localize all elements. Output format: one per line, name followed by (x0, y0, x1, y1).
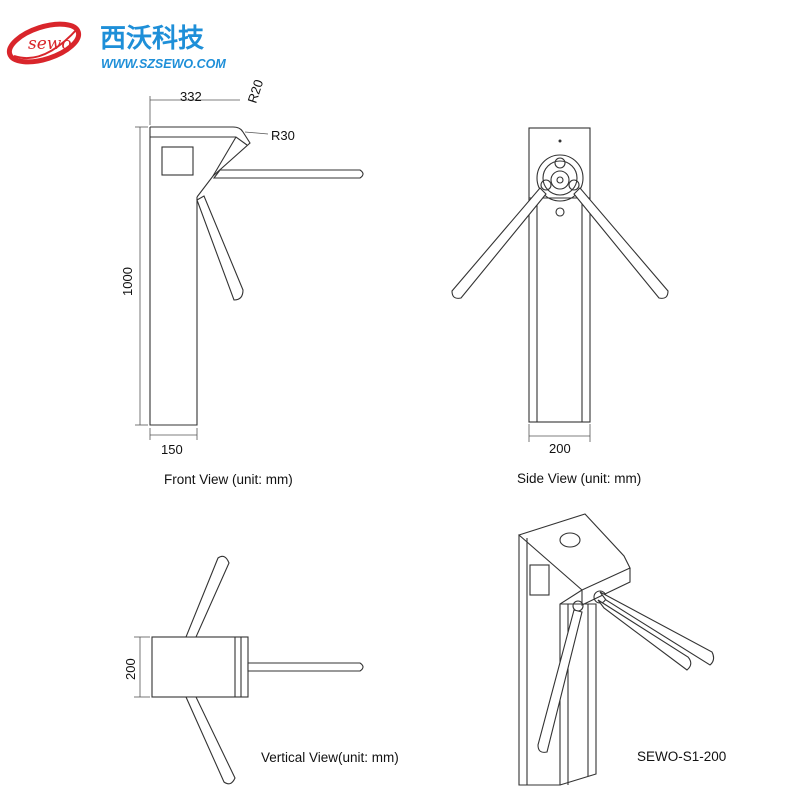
side-view: 200 Side View (unit: mm) (451, 127, 669, 486)
perspective-body (517, 513, 631, 786)
perspective-view: SEWO-S1-200 (517, 513, 726, 786)
front-view-caption: Front View (unit: mm) (164, 472, 293, 487)
vertical-body (151, 636, 249, 698)
front-dim-width-bottom: 150 (161, 442, 183, 457)
side-view-caption: Side View (unit: mm) (517, 471, 641, 486)
side-indicator-hole (555, 207, 565, 217)
side-right-arm (573, 187, 669, 299)
company-website: WWW.SZSEWO.COM (101, 57, 226, 71)
company-name: 西沃科技 (100, 24, 204, 54)
front-view: 332 R20 R30 1000 150 Front View (unit: m… (120, 78, 364, 487)
front-dimension-lines (135, 96, 269, 440)
front-view-body (149, 126, 251, 426)
company-logo: sewo 西沃科技 WWW.SZSEWO.COM (6, 21, 226, 71)
model-label: SEWO-S1-200 (637, 749, 726, 764)
vertical-upper-arm (185, 555, 230, 638)
logo-script-text: sewo (28, 34, 72, 54)
vertical-view-caption: Vertical View(unit: mm) (261, 750, 399, 765)
front-dim-radius-small: R20 (245, 78, 267, 105)
perspective-arm-3 (537, 609, 583, 753)
vertical-dim-width: 200 (123, 658, 138, 680)
front-lower-arm (196, 195, 244, 301)
perspective-arm-2 (597, 599, 692, 671)
side-view-body (528, 127, 591, 423)
front-dim-height: 1000 (120, 267, 135, 296)
front-dim-width-top: 332 (180, 89, 202, 104)
side-rotor-hub (536, 154, 584, 202)
vertical-view: 200 Vertical View(unit: mm) (123, 555, 399, 785)
side-dim-width: 200 (549, 441, 571, 456)
vertical-horizontal-arm (247, 662, 364, 672)
vertical-lower-arm (185, 696, 236, 785)
side-dimension-lines (528, 424, 591, 442)
front-display-window (161, 146, 194, 176)
logo-emblem: sewo (6, 21, 82, 65)
front-dim-radius-large: R30 (271, 128, 295, 143)
front-horizontal-arm (212, 169, 364, 179)
perspective-arm-1 (599, 591, 715, 666)
vertical-dimension-lines (134, 636, 150, 698)
perspective-display-window (529, 564, 550, 596)
side-left-arm (451, 187, 547, 299)
